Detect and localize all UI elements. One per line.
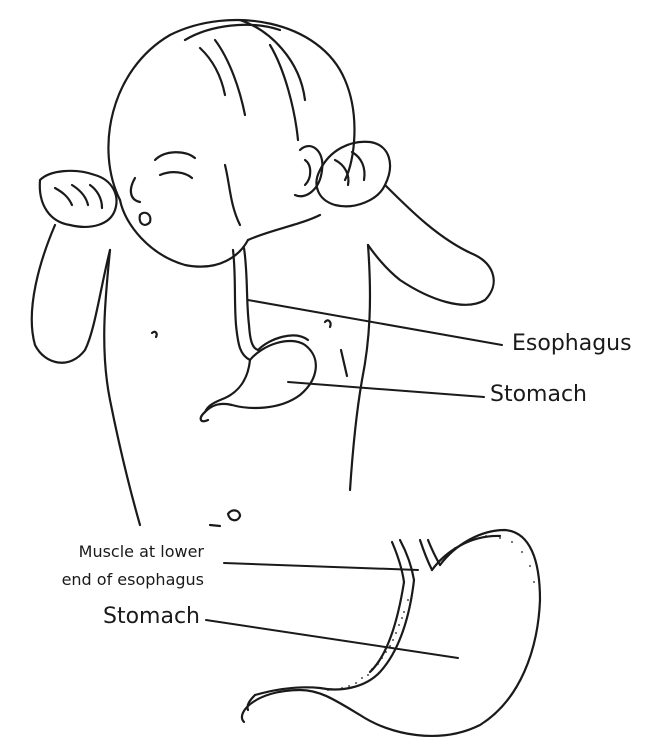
baby-stomach <box>201 335 316 421</box>
label-muscle-lower-esophagus: Muscle at lower end of esophagus <box>8 538 204 594</box>
label-muscle-line1: Muscle at lower <box>8 538 204 566</box>
baby-face <box>120 200 248 267</box>
navel <box>228 510 240 520</box>
baby-esophagus <box>233 248 258 360</box>
right-arm <box>368 185 494 305</box>
label-esophagus: Esophagus <box>512 331 632 356</box>
leader-esophagus <box>248 300 502 345</box>
leader-stomach-lower <box>206 620 458 658</box>
leader-stomach-upper <box>288 382 484 397</box>
torso-left <box>104 250 140 525</box>
torso-right <box>350 245 370 490</box>
baby-illustration <box>32 20 494 526</box>
stipple-shading <box>327 535 535 691</box>
left-arm <box>32 225 110 363</box>
label-muscle-line2: end of esophagus <box>8 566 204 594</box>
leader-muscle <box>224 563 418 570</box>
label-stomach-lower: Stomach <box>103 604 200 629</box>
left-fist <box>40 171 117 227</box>
label-stomach-upper: Stomach <box>490 382 587 407</box>
